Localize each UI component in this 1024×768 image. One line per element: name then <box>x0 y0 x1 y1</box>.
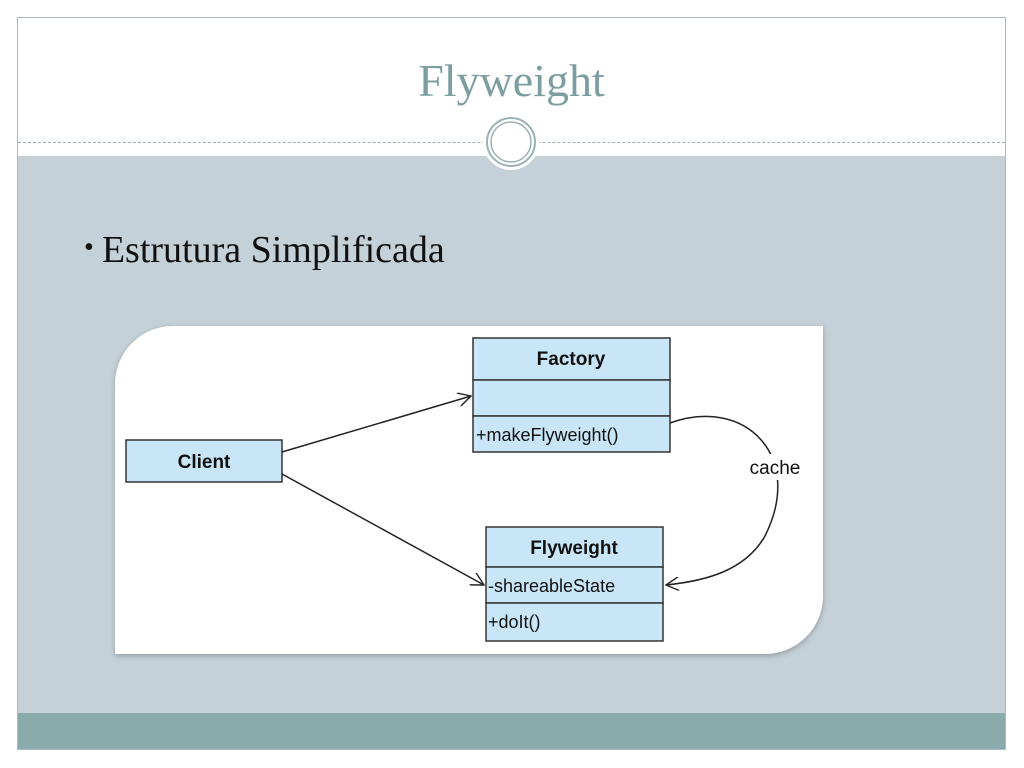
client-class: Client <box>125 439 283 483</box>
uml-diagram: Client Factory +makeFlyweight() Flyweigh… <box>125 337 807 642</box>
bullet-text: Estrutura Simplificada <box>101 229 445 271</box>
factory-operation: +makeFlyweight() <box>476 425 619 445</box>
flyweight-class-name: Flyweight <box>530 538 618 559</box>
flyweight-attribute: -shareableState <box>488 576 615 596</box>
client-to-factory-arrow <box>281 396 471 453</box>
cache-label: cache <box>750 458 801 479</box>
client-to-flyweight-arrow <box>281 473 484 585</box>
cache-label-bg <box>743 454 807 480</box>
factory-class-name: Factory <box>537 349 606 370</box>
client-class-name: Client <box>178 452 231 473</box>
cache-arrow <box>666 415 779 585</box>
bullet-dot: • <box>84 232 94 263</box>
factory-class: Factory +makeFlyweight() <box>472 337 671 453</box>
flyweight-operation: +doIt() <box>488 612 541 632</box>
slide: Flyweight •Estrutura Simplificada Client <box>17 17 1006 750</box>
uml-diagram-frame: Client Factory +makeFlyweight() Flyweigh… <box>115 326 823 654</box>
bullet-item: •Estrutura Simplificada <box>84 228 445 272</box>
title-ornament-circle <box>483 114 539 170</box>
slide-title: Flyweight <box>418 55 605 106</box>
flyweight-class: Flyweight -shareableState +doIt() <box>485 526 664 642</box>
footer-band <box>18 713 1005 749</box>
